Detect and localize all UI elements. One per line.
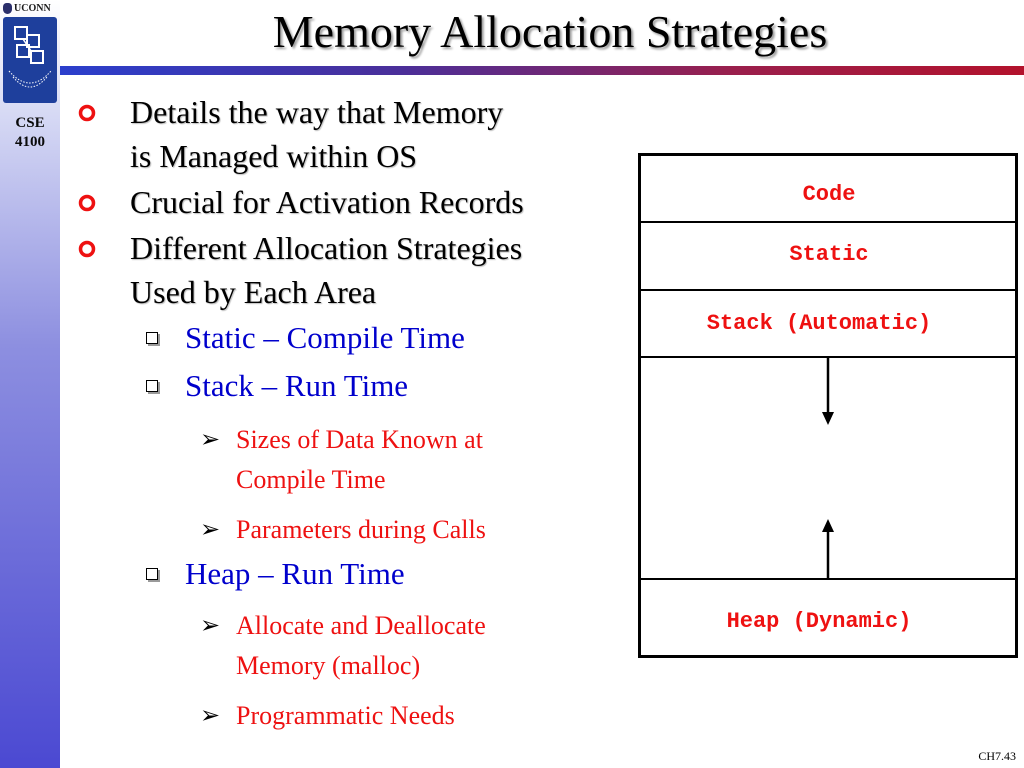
subbullet-item: Static – Compile Time xyxy=(140,318,620,358)
segment-label-code: Code xyxy=(803,182,856,207)
square-icon xyxy=(146,568,158,580)
page-number: CH7.43 xyxy=(978,749,1016,763)
bullet-item: Different Allocation Strategies Used by … xyxy=(72,226,632,314)
hollow-circle-icon xyxy=(78,240,96,258)
segment-label-stack: Stack (Automatic) xyxy=(707,311,931,336)
subsubbullet-item: ➢ Sizes of Data Known at Compile Time xyxy=(200,420,580,500)
bullet-line: is Managed within OS xyxy=(130,138,418,174)
bullet-line: Used by Each Area xyxy=(130,274,377,310)
subsubbullet-line: Allocate and Deallocate xyxy=(236,611,486,640)
arrow-down-icon xyxy=(822,358,834,425)
subbullet-item: Stack – Run Time xyxy=(140,366,620,406)
bullet-item: Crucial for Activation Records xyxy=(72,180,632,224)
bullet-text: Different Allocation Strategies Used by … xyxy=(130,226,632,314)
subbullet-text: Stack – Run Time xyxy=(185,368,409,403)
subsubbullet-line: Compile Time xyxy=(236,465,386,494)
arrowhead-icon: ➢ xyxy=(200,427,221,453)
subsubbullet-item: ➢ Programmatic Needs xyxy=(200,696,580,736)
subsubbullet-text: Sizes of Data Known at Compile Time xyxy=(236,420,580,500)
bullet-text: Crucial for Activation Records xyxy=(130,180,632,224)
arrowhead-icon: ➢ xyxy=(200,613,221,639)
subsubbullet-item: ➢ Allocate and Deallocate Memory (malloc… xyxy=(200,606,580,686)
segment-label-static: Static xyxy=(789,242,868,267)
bullet-text: Details the way that Memory is Managed w… xyxy=(130,90,632,178)
subbullet-text: Static – Compile Time xyxy=(185,320,465,355)
subsubbullet-line: Sizes of Data Known at xyxy=(236,425,483,454)
subbullet-text: Heap – Run Time xyxy=(185,556,405,591)
subsubbullet-line: Memory (malloc) xyxy=(236,651,421,680)
subsubbullet-line: Programmatic Needs xyxy=(236,701,455,730)
square-icon xyxy=(146,332,158,344)
sidebar: UCONN CSE 4100 xyxy=(0,0,60,768)
hollow-circle-icon xyxy=(78,194,96,212)
uconn-seal-icon xyxy=(3,2,12,14)
bullet-line: Different Allocation Strategies xyxy=(130,230,523,266)
subsubbullet-text: Allocate and Deallocate Memory (malloc) xyxy=(236,606,580,686)
arrow-up-icon xyxy=(822,519,834,578)
subbullet-item: Heap – Run Time xyxy=(140,554,620,594)
uconn-logo: UCONN xyxy=(3,1,59,15)
slide-title: Memory Allocation Strategies xyxy=(272,6,828,57)
course-label: CSE 4100 xyxy=(0,114,60,152)
arrowhead-icon: ➢ xyxy=(200,517,221,543)
memory-layout-diagram: Code Static Stack (Automatic) Heap (Dyna… xyxy=(638,153,1018,658)
title-rule xyxy=(60,66,1024,75)
course-number: 4100 xyxy=(15,134,45,150)
bullet-line: Details the way that Memory xyxy=(130,94,504,130)
hollow-circle-icon xyxy=(78,104,96,122)
subsubbullet-item: ➢ Parameters during Calls xyxy=(200,510,580,550)
subsubbullet-text: Parameters during Calls xyxy=(236,510,580,550)
uconn-logo-text: UCONN xyxy=(14,2,51,14)
subsubbullet-text: Programmatic Needs xyxy=(236,696,580,736)
subsubbullet-line: Parameters during Calls xyxy=(236,515,486,544)
bullet-item: Details the way that Memory is Managed w… xyxy=(72,90,632,178)
square-icon xyxy=(146,380,158,392)
arrowhead-icon: ➢ xyxy=(200,703,221,729)
bullet-line: Crucial for Activation Records xyxy=(130,184,524,220)
course-code: CSE xyxy=(15,115,45,131)
department-emblem-icon xyxy=(3,17,57,103)
segment-label-heap: Heap (Dynamic) xyxy=(727,609,912,634)
